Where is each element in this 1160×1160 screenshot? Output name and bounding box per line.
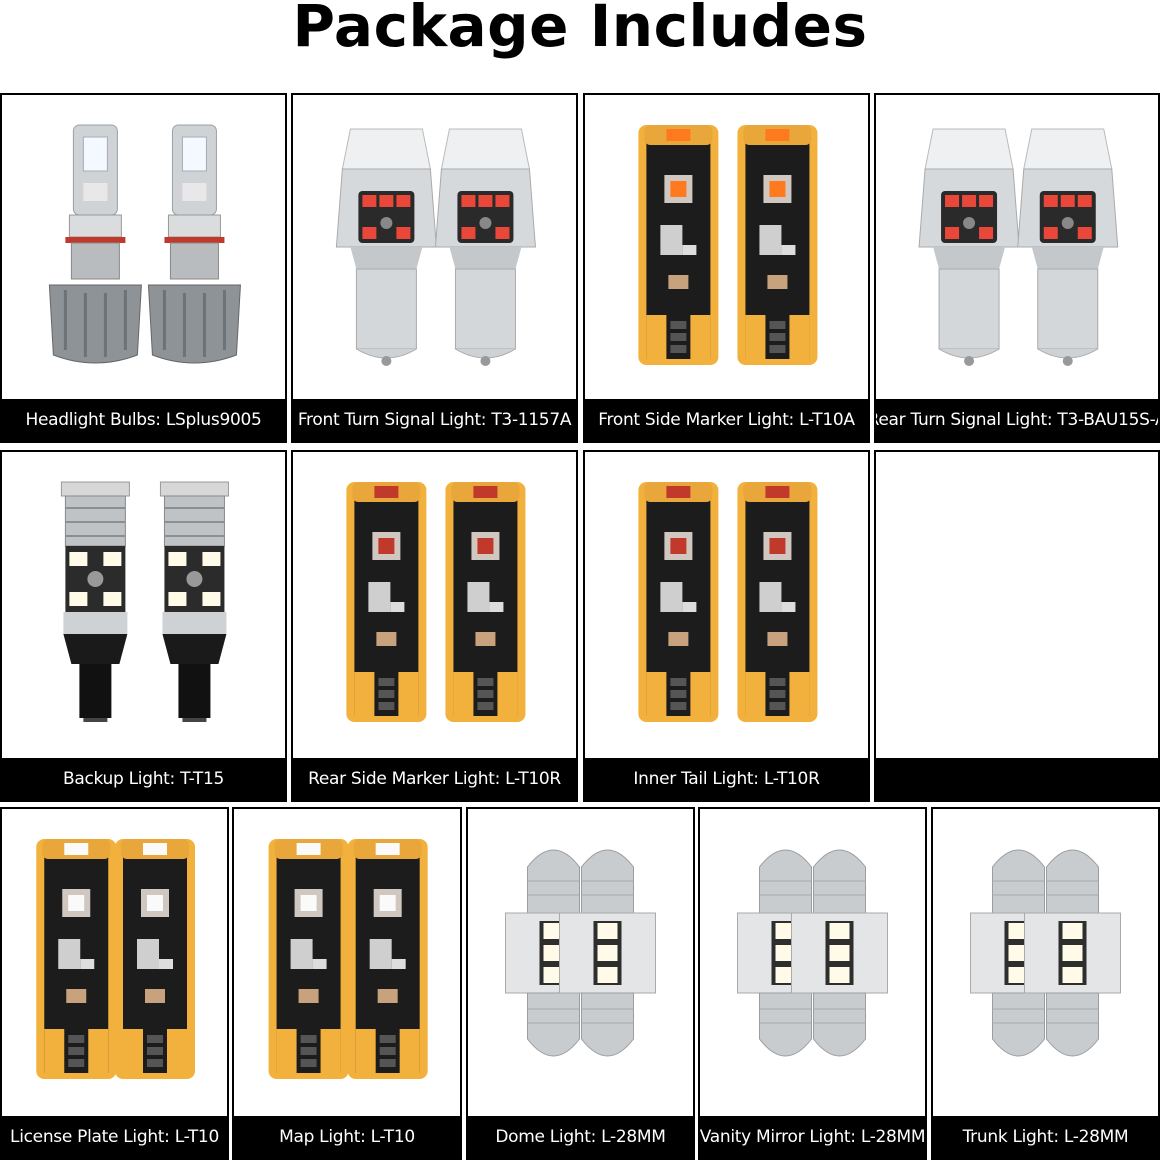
product-cell-license: License Plate Light: L-T10 [0, 807, 229, 1160]
t10-bulb-image [638, 482, 818, 722]
product-cell-front-marker: Front Side Marker Light: L-T10A [583, 93, 870, 443]
festoon-bulb-image [505, 849, 656, 1057]
t10-bulb-image [36, 839, 195, 1079]
t10-bulb-image [638, 125, 818, 365]
product-caption: Vanity Mirror Light: L-28MM [700, 1116, 925, 1158]
product-cell-vanity: Vanity Mirror Light: L-28MM [698, 807, 927, 1160]
product-cell-dome: Dome Light: L-28MM [466, 807, 695, 1160]
product-caption: Front Turn Signal Light: T3-1157A [293, 399, 576, 441]
product-cell-rear-marker: Rear Side Marker Light: L-T10R [291, 450, 578, 802]
festoon-bulb-image [737, 849, 888, 1057]
headlight-bulb-image [48, 124, 241, 364]
product-caption: Inner Tail Light: L-T10R [585, 758, 868, 800]
page-title: Package Includes [292, 0, 868, 60]
turn-signal-bulb-image [335, 128, 536, 366]
product-caption: Backup Light: T-T15 [2, 758, 285, 800]
festoon-bulb-image [970, 849, 1121, 1057]
t15-bulb-image [60, 481, 229, 722]
product-caption: Rear Side Marker Light: L-T10R [293, 758, 576, 800]
t10-bulb-image [346, 482, 526, 722]
product-caption: Dome Light: L-28MM [468, 1116, 693, 1158]
product-caption: Map Light: L-T10 [234, 1116, 460, 1158]
product-caption: Rear Turn Signal Light: T3-BAU15S-A [876, 399, 1158, 441]
product-caption: License Plate Light: L-T10 [2, 1116, 227, 1158]
product-caption: Headlight Bulbs: LSplus9005 [2, 399, 285, 441]
product-cell-front-turn: Front Turn Signal Light: T3-1157A [291, 93, 578, 443]
product-cell-trunk: Trunk Light: L-28MM [931, 807, 1160, 1160]
product-caption: Trunk Light: L-28MM [933, 1116, 1158, 1158]
product-caption: Front Side Marker Light: L-T10A [585, 399, 868, 441]
turn-signal-bulb-image [918, 128, 1119, 366]
product-cell-rear-turn: Rear Turn Signal Light: T3-BAU15S-A [874, 93, 1160, 443]
product-cell-inner-tail: Inner Tail Light: L-T10R [583, 450, 870, 802]
product-caption [876, 758, 1158, 800]
product-cell-backup: Backup Light: T-T15 [0, 450, 287, 802]
product-cell-headlight: Headlight Bulbs: LSplus9005 [0, 93, 287, 443]
product-cell-map: Map Light: L-T10 [232, 807, 462, 1160]
t10-bulb-image [268, 839, 428, 1079]
product-cell-empty [874, 450, 1160, 802]
